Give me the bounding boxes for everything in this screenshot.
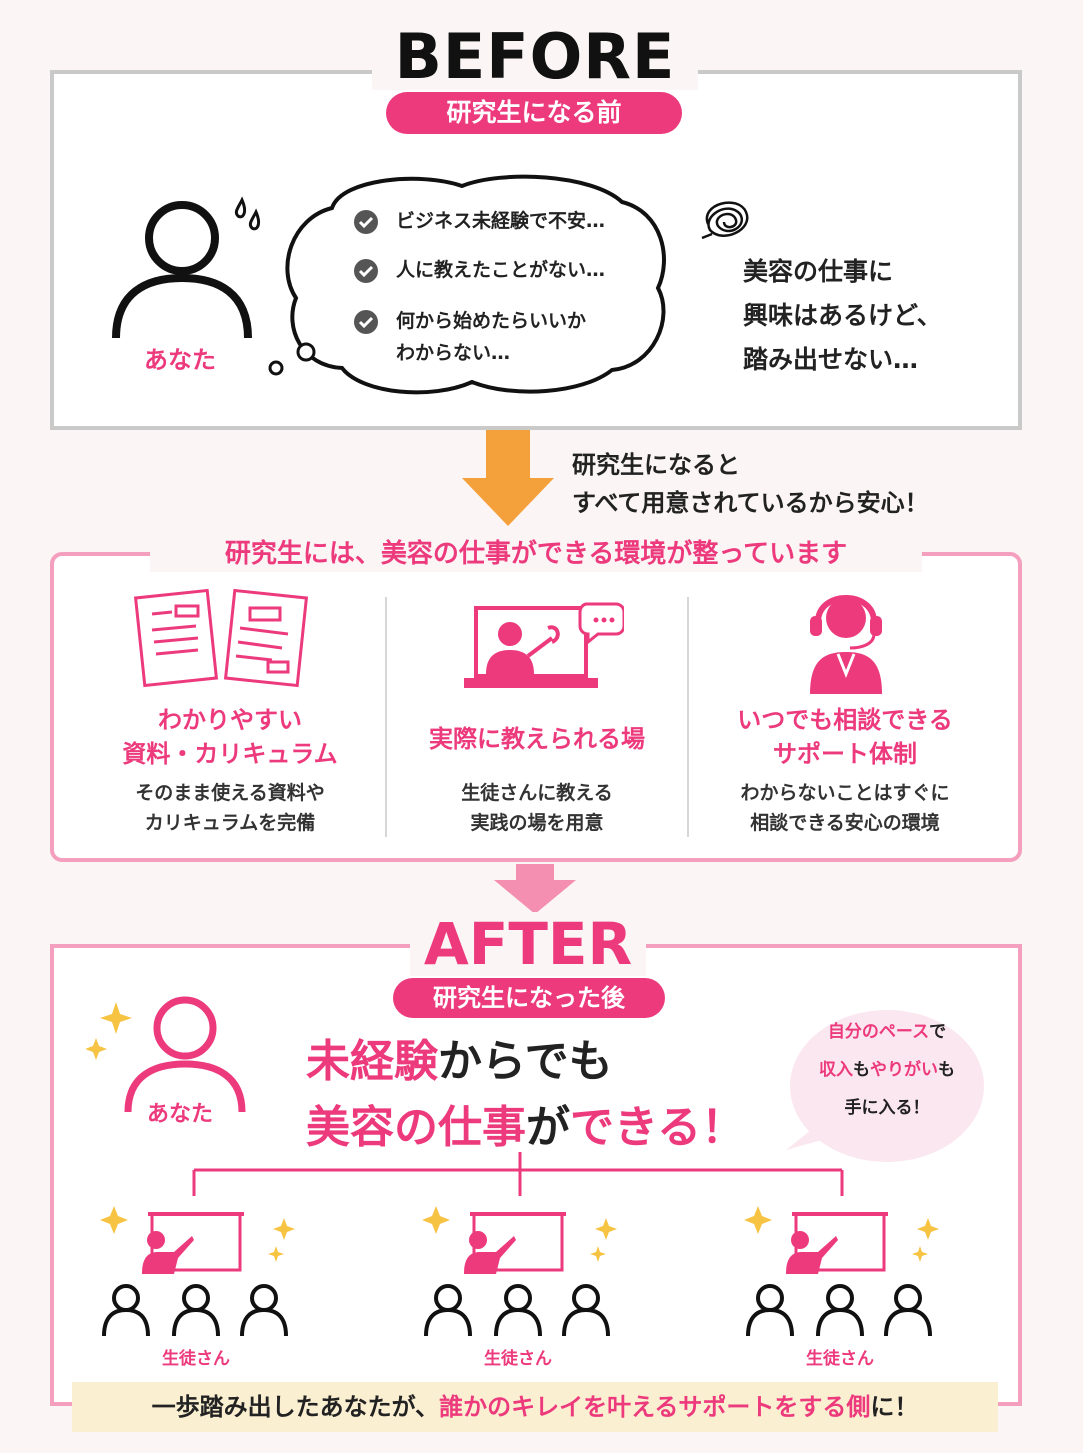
students-label: 生徒さん [484,1349,552,1369]
check-icon [354,259,378,283]
feature-title: わかりやすい 資料・カリキュラム [122,706,338,768]
feature-desc: そのまま使える資料や カリキュラムを完備 [135,782,325,834]
divider [687,597,689,837]
after-pill: 研究生になった後 [393,978,665,1018]
teaching-group [422,1206,617,1337]
after-title: AFTER [410,912,646,976]
person-icon [124,996,246,1113]
person-icon [112,201,252,339]
feature-desc: 生徒さんに教える 実践の場を用意 [461,782,613,834]
headset-operator-icon [810,595,882,694]
before-side-text: 美容の仕事に 興味はあるけど、 踏み出せない… [743,257,942,374]
feature-desc: わからないことはすぐに 相談できる安心の環境 [740,782,950,834]
after-headline: 未経験からでも 美容の仕事ができる！ [306,1036,746,1153]
transition-text: 研究生になると すべて用意されているから安心！ [572,451,929,517]
you-label: あなた [144,346,216,374]
down-arrow-icon [462,430,554,526]
bubble-tail [786,1118,836,1150]
feature-title: いつでも相談できる サポート体制 [737,706,953,768]
students-label: 生徒さん [162,1349,230,1369]
check-icon [354,210,378,234]
documents-icon [133,588,309,688]
check-icon [354,310,378,334]
scribble-icon [701,201,749,240]
down-arrow-icon [494,864,576,914]
teaching-group [744,1206,939,1337]
feature-title: 実際に教えられる場 [429,725,645,753]
sparkle-icon [86,1002,132,1060]
environment-title: 研究生には、美容の仕事ができる環境が整っています [150,536,922,572]
thought-bubble [268,174,666,395]
you-label: あなた [146,1102,213,1127]
tree-connector [192,1152,844,1196]
bubble-text: 自分のペースで 収入もやりがいも 手に入る！ [819,1022,955,1118]
students-label: 生徒さん [806,1349,874,1369]
before-title: BEFORE [372,24,698,90]
sweat-icon [234,196,260,231]
bottom-banner: 一歩踏み出したあなたが、誰かのキレイを叶えるサポートをする側に！ [72,1382,998,1432]
divider [385,597,387,837]
teaching-group [100,1206,295,1337]
before-pill: 研究生になる前 [386,92,682,134]
video-lesson-icon [464,602,624,688]
